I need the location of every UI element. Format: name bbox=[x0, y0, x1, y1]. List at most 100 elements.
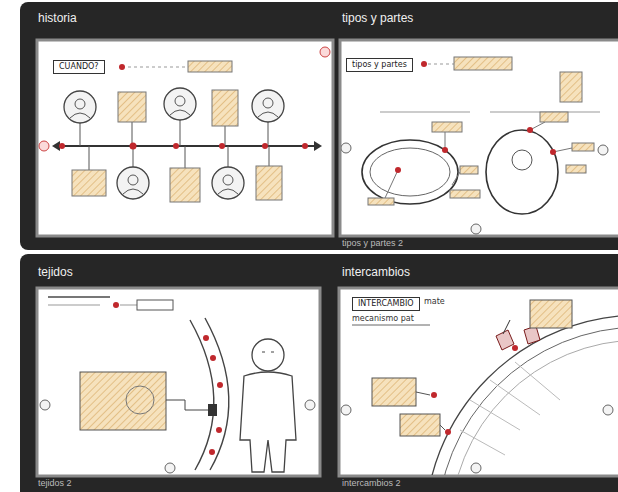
exchange-sketch bbox=[460, 430, 505, 455]
frame-caption: tipos y partes 2 bbox=[342, 238, 403, 249]
cell-types-sketch bbox=[395, 127, 556, 173]
tissue-sketch bbox=[113, 302, 119, 308]
timeline-sketch bbox=[228, 146, 229, 167]
tissue-sketch bbox=[190, 320, 214, 470]
frame-caption: tejidos 2 bbox=[38, 478, 72, 489]
cell-types-sketch bbox=[486, 130, 558, 214]
tissue-sketch bbox=[271, 352, 274, 353]
timeline-sketch bbox=[223, 175, 233, 185]
timeline-sketch bbox=[225, 126, 226, 146]
tissue-sketch bbox=[209, 449, 215, 455]
cell-types-sketch bbox=[341, 143, 351, 153]
board-card bbox=[20, 2, 618, 250]
timeline-sketch bbox=[80, 120, 269, 170]
cell-types-sketch bbox=[540, 112, 568, 122]
timeline-sketch bbox=[180, 120, 181, 146]
tissue-sketch bbox=[210, 355, 216, 361]
timeline-sketch bbox=[52, 141, 60, 151]
timeline-sketch bbox=[302, 143, 308, 149]
exchange-sketch bbox=[460, 362, 560, 455]
cell-types-sketch bbox=[566, 165, 586, 173]
timeline-sketch bbox=[72, 90, 282, 202]
timeline-sketch bbox=[118, 92, 146, 122]
timeline-sketch bbox=[219, 143, 225, 149]
sketch-box: INTERCAMBIO bbox=[352, 297, 420, 311]
tissue-sketch bbox=[203, 335, 209, 341]
storyboard-frame: intercambiosINTERCAMBIO bbox=[338, 262, 618, 478]
exchange-sketch bbox=[445, 429, 451, 435]
timeline-sketch bbox=[263, 98, 273, 108]
exchange-sketch bbox=[341, 405, 351, 415]
frame-title: historia bbox=[34, 9, 81, 27]
cell-types-sketch bbox=[341, 57, 608, 234]
exchange-sketch bbox=[431, 392, 437, 398]
exchange-sketch bbox=[437, 327, 618, 475]
timeline-sketch bbox=[188, 61, 232, 72]
exchange-sketch bbox=[530, 300, 572, 328]
tissue-sketch bbox=[240, 372, 296, 472]
timeline-sketch bbox=[80, 123, 81, 146]
sketch-frame bbox=[340, 40, 618, 236]
cell-types-sketch bbox=[452, 172, 460, 185]
timeline-sketch bbox=[256, 166, 282, 200]
cell-types-sketch bbox=[432, 122, 462, 132]
tissue-sketch bbox=[80, 372, 166, 430]
timeline-sketch bbox=[89, 146, 90, 170]
tissue-sketch bbox=[165, 463, 175, 473]
timeline-sketch bbox=[132, 122, 133, 146]
frame-title: tipos y partes bbox=[338, 9, 417, 27]
storyboard-frame: historiaCUANDO? bbox=[34, 8, 334, 240]
frame-caption: intercambios 2 bbox=[342, 478, 401, 489]
cell-types-sketch bbox=[370, 148, 450, 196]
timeline-sketch bbox=[54, 145, 318, 147]
timeline-sketch bbox=[119, 64, 125, 70]
timeline-sketch bbox=[185, 146, 186, 168]
exchange-sketch bbox=[431, 345, 518, 435]
timeline-sketch bbox=[59, 143, 308, 150]
timeline-sketch bbox=[262, 143, 268, 149]
cell-types-sketch bbox=[442, 147, 448, 153]
sketch-box: CUANDO? bbox=[53, 60, 105, 74]
cell-types-sketch bbox=[450, 190, 480, 198]
timeline-sketch bbox=[268, 122, 269, 146]
sketch-frame bbox=[37, 40, 333, 236]
handwritten-text: tipos y partes bbox=[352, 60, 407, 70]
exchange-sketch bbox=[440, 425, 445, 430]
timeline-sketch bbox=[59, 143, 65, 149]
cell-types-sketch bbox=[368, 112, 594, 205]
frame-title: tejidos bbox=[34, 263, 77, 281]
cell-types-sketch bbox=[385, 170, 398, 198]
timeline-sketch bbox=[164, 88, 196, 120]
exchange-sketch bbox=[416, 392, 430, 395]
exchange-sketch bbox=[372, 378, 416, 406]
timeline-sketch bbox=[130, 143, 137, 150]
cell-types-sketch bbox=[572, 143, 594, 151]
timeline-sketch bbox=[117, 167, 149, 199]
handwritten-note: mate bbox=[424, 297, 445, 307]
timeline-sketch bbox=[173, 143, 179, 149]
cell-types-sketch bbox=[471, 224, 481, 234]
timeline-sketch bbox=[212, 167, 244, 199]
timeline-sketch bbox=[218, 189, 238, 194]
exchange-sketch bbox=[512, 345, 518, 351]
tissue-sketch bbox=[216, 427, 222, 433]
exchange-sketch bbox=[524, 326, 540, 344]
board-card bbox=[20, 254, 618, 492]
sketch-frame bbox=[37, 40, 618, 476]
exchange-sketch bbox=[503, 320, 510, 334]
timeline-sketch bbox=[39, 47, 330, 202]
cell-types-sketch bbox=[368, 198, 394, 205]
timeline-sketch bbox=[128, 175, 138, 185]
tissue-sketch bbox=[40, 400, 315, 473]
exchange-sketch bbox=[603, 405, 613, 415]
tissue-sketch bbox=[217, 382, 223, 388]
exchange-sketch bbox=[416, 392, 445, 430]
cell-types-sketch bbox=[341, 143, 608, 234]
cell-types-sketch bbox=[421, 61, 427, 67]
timeline-sketch bbox=[64, 91, 96, 123]
tissue-sketch bbox=[203, 335, 223, 455]
tissue-sketch bbox=[40, 297, 315, 473]
board-card bbox=[20, 2, 618, 492]
tissue-sketch bbox=[166, 400, 208, 410]
